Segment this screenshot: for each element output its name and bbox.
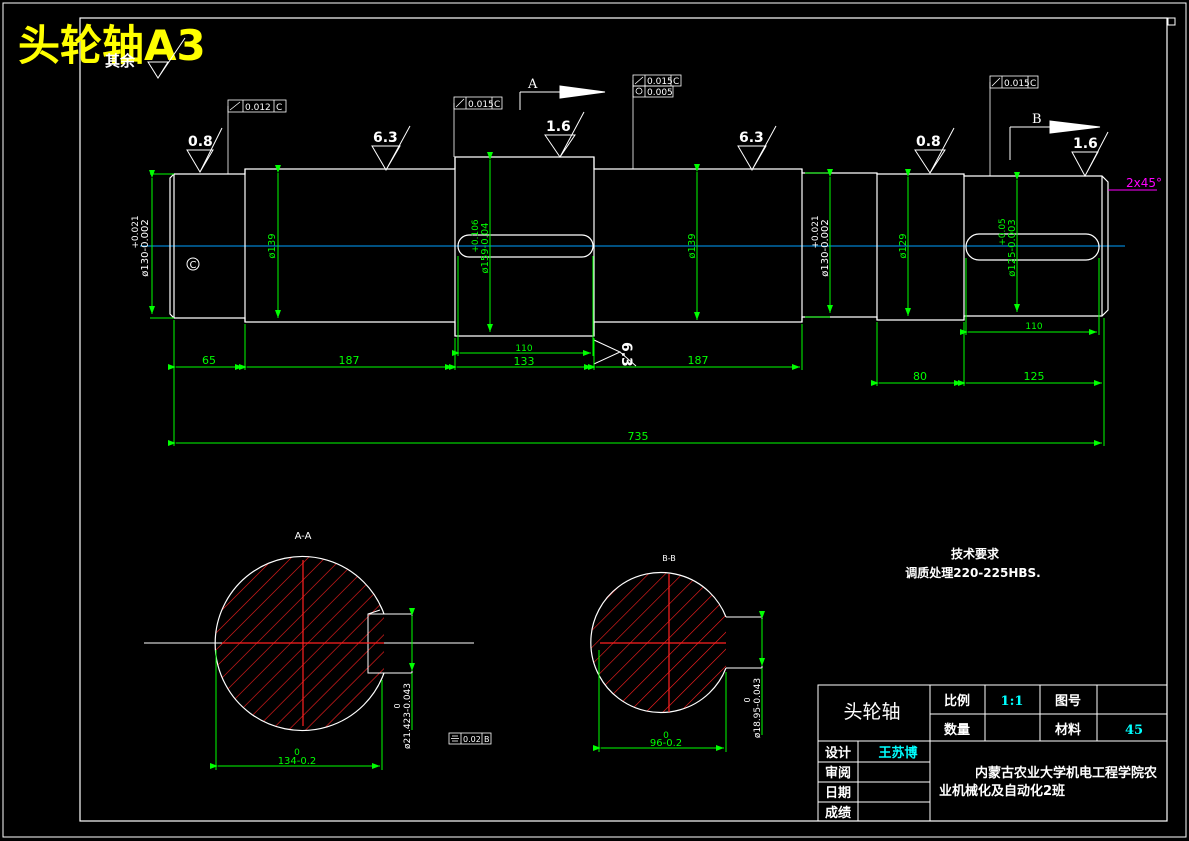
roughness-symbol-6 [1071,131,1109,178]
drawing-title: 头轮轴A3 [18,21,206,70]
section-mark-b [1009,120,1101,160]
section-aa-dims [210,608,415,770]
tolerance-frame-3 [632,74,682,169]
corner-mark [1167,17,1176,26]
diameter-7-tol: +0.05 [998,218,1008,246]
length-1: 65 [202,354,216,367]
roughness-5: 0.8 [916,134,941,150]
school-line-2: 业机械化及自动化2班 [939,783,1065,799]
diameter-4: ø139 [687,233,698,258]
roughness-symbol-2 [371,125,411,171]
review-label: 审阅 [825,765,851,781]
section-bb-key: ø18.95-0.043 [753,678,763,738]
keyway-length-2: 110 [1025,322,1042,332]
diameter-3-tol: +0.106 [471,219,481,253]
section-bb-title: B-B [662,554,676,563]
total-length: 735 [628,430,649,443]
datum-c-circle [186,257,200,271]
tolerance-frame-5 [448,732,492,745]
diameter-3: ø159-0.04 [480,222,491,273]
roughness-3: 1.6 [546,119,571,135]
tolerance-frame-2 [453,96,503,157]
section-bb-dims [593,611,765,752]
roughness-4: 6.3 [739,130,764,146]
chamfer-label: 2x45° [1126,176,1162,190]
tol3-value2: 0.005 [647,88,673,98]
section-bb-width: 96-0.2 [650,738,682,749]
roughness-symbol-4 [737,125,777,171]
inner-border [79,17,1168,822]
tolerance-frame-4 [989,75,1039,176]
designer-name: 王苏博 [878,745,917,761]
qty-label: 数量 [944,722,970,738]
diameter-1-tol: +0.021 [131,215,141,248]
requirements-heading: 技术要求 [951,546,1000,561]
roughness-symbol-1 [186,127,223,173]
section-aa-width-tol: 0 [294,748,300,758]
material-label: 材料 [1055,722,1081,738]
keyway-a [457,234,594,258]
length-2: 187 [339,354,360,367]
datum-c-label: C [190,260,197,271]
school-line-1: 内蒙古农业大学机电工程学院农 [975,765,1157,781]
diameter-2: ø139 [267,233,278,258]
diameter-5-tol: +0.021 [811,215,821,248]
tol2-datum: C [494,100,500,110]
section-bb-key-tol: 0 [743,697,752,702]
roughness-1: 0.8 [188,134,213,150]
tol1-value: 0.012 [245,103,271,113]
section-bb-keyway [726,616,763,669]
other-finish-note: 其余 [105,52,136,70]
tol4-datum: C [1030,79,1036,89]
section-aa-key-tol: 0 [393,703,402,708]
length-5: 80 [913,370,927,383]
section-aa-key: ø21.423-0.043 [403,683,413,749]
keyway-length-1: 110 [515,344,532,354]
section-aa-title: A-A [295,531,312,542]
tol5-value: 0.02 [463,735,481,744]
tol2-value: 0.015 [468,100,494,110]
scale-label: 比例 [944,693,970,709]
diameter-6: ø129 [898,233,909,258]
section-bb-outline [590,571,727,714]
section-mark-a [519,85,606,110]
design-label: 设计 [825,745,851,761]
diameter-1: ø130-0.002 [140,219,151,276]
diameter-dimension-lines [149,152,1020,332]
section-mark-b-label: B [1032,112,1042,127]
scale-value: 1:1 [1001,694,1024,709]
keyway-b [965,233,1100,261]
tol4-value: 0.015 [1004,79,1030,89]
section-bb-width-tol: 0 [663,731,669,741]
material-value: 45 [1125,723,1143,738]
requirements-line1: 调质处理220-225HBS. [905,565,1040,580]
tolerance-frame-1 [227,99,287,174]
tol5-datum: B [484,735,490,744]
diameter-5: ø130-0.002 [820,219,831,276]
section-aa-width: 134-0.2 [278,756,317,767]
length-3: 133 [514,355,535,368]
other-finish-symbol [147,37,186,79]
roughness-symbol-3 [544,111,585,158]
shaft-outline [169,156,1109,337]
title-block-grid [817,684,1168,822]
grade-label: 成绩 [825,805,851,821]
roughness-2: 6.3 [373,130,398,146]
length-dimension-lines [168,256,1105,446]
date-label: 日期 [825,786,851,801]
part-name: 头轮轴 [843,701,900,723]
roughness-7: 6.3 [618,342,634,367]
tol1-datum: C [276,103,282,113]
tol3-value: 0.015 [647,77,673,87]
diameter-7: ø125-0.003 [1007,219,1018,276]
roughness-symbol-5 [914,127,955,174]
section-mark-a-label: A [527,77,538,92]
roughness-6: 1.6 [1073,136,1098,152]
length-6: 125 [1024,370,1045,383]
tol3-datum: C [673,77,679,87]
length-4: 187 [688,354,709,367]
drawing-no-label: 图号 [1055,694,1081,709]
